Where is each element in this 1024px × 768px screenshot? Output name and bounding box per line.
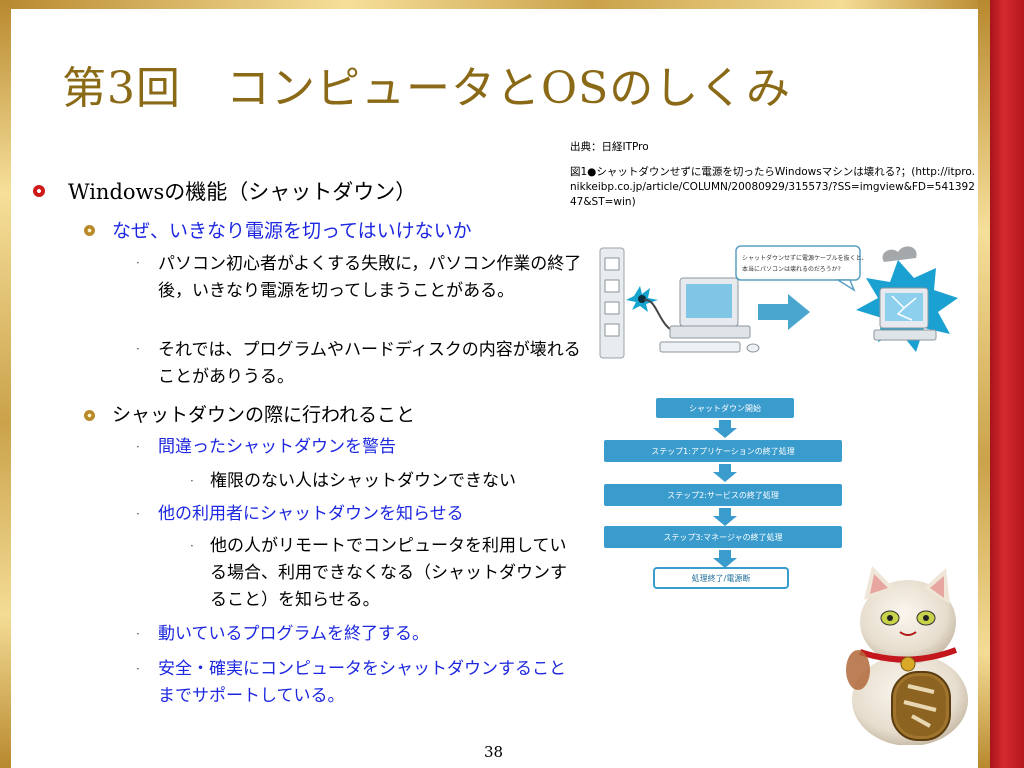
credit-source: 出典：日経ITPro — [570, 141, 649, 153]
main-bullet: Windowsの機能（シャットダウン） — [68, 180, 417, 204]
dot-bullet-icon: · — [136, 662, 140, 676]
flow-step-3: ステップ3:マネージャの終了処理 — [663, 532, 782, 542]
support-item: 安全・確実にコンピュータをシャットダウンすることまでサポートしている。 — [158, 659, 566, 706]
bubble-line-1: シャットダウンせずに電源ケーブルを抜くと、 — [742, 254, 867, 262]
shutdown-flowchart: シャットダウン開始 ステップ1:アプリケーションの終了処理 ステップ2:サービス… — [604, 398, 842, 589]
flow-arrow-down-icon — [713, 420, 737, 438]
slide-title: 第3回 コンピュータとOSのしくみ — [62, 63, 791, 114]
page-number: 38 — [484, 743, 504, 761]
flow-step-box — [653, 567, 789, 589]
flow-step-box — [604, 526, 842, 548]
why-point-2: それでは、プログラムやハードディスクの内容が壊れることがありうる。 — [158, 340, 581, 387]
shutdown-illustration: シャットダウンせずに電源ケーブルを抜くと、 本当にパソコンは壊れるのだろうか? — [599, 245, 958, 359]
end-programs-item: 動いているプログラムを終了する。 — [158, 624, 429, 644]
warn-sub-item: 権限のない人はシャットダウンできない — [210, 471, 516, 491]
flower-bullet-icon — [84, 410, 95, 421]
frame-left-border — [0, 0, 11, 768]
why-point-1: パソコン初心者がよくする失敗に，パソコン作業の終了後，いきなり電源を切ってしまう… — [158, 254, 582, 301]
frame-top-border — [0, 0, 990, 9]
dot-bullet-icon: · — [190, 539, 194, 553]
flower-bullet-icon — [84, 225, 95, 236]
flow-step-end: 処理終了/電源断 — [692, 573, 751, 583]
dot-bullet-icon: · — [136, 507, 140, 521]
why-heading: なぜ、いきなり電源を切ってはいけないか — [112, 220, 472, 242]
during-heading: シャットダウンの際に行われること — [112, 404, 416, 426]
spark-icon — [626, 286, 658, 312]
flow-step-box — [604, 484, 842, 506]
dot-bullet-icon: · — [136, 342, 140, 356]
broken-computer-icon — [856, 246, 958, 352]
flow-arrow-down-icon — [713, 464, 737, 482]
frame-red-stripe — [990, 0, 1024, 768]
dot-bullet-icon: · — [136, 440, 140, 454]
dot-bullet-icon: · — [136, 256, 140, 270]
dot-bullet-icon: · — [136, 627, 140, 641]
notify-sub-item: 他の人がリモートでコンピュータを利用している場合、利用できなくなる（シャットダウ… — [210, 536, 567, 610]
flow-arrow-down-icon — [713, 550, 737, 568]
flow-step-start: シャットダウン開始 — [689, 403, 761, 413]
dot-bullet-icon: · — [190, 474, 194, 488]
flow-step-1: ステップ1:アプリケーションの終了処理 — [651, 446, 795, 456]
bubble-line-2: 本当にパソコンは壊れるのだろうか? — [742, 265, 841, 273]
warn-item: 間違ったシャットダウンを警告 — [158, 437, 396, 457]
arrow-right-icon — [758, 294, 810, 330]
maneki-neko-image — [846, 566, 968, 745]
flow-arrow-down-icon — [713, 508, 737, 526]
flower-bullet-icon — [33, 185, 45, 197]
flow-step-box — [604, 440, 842, 462]
speech-bubble: シャットダウンせずに電源ケーブルを抜くと、 本当にパソコンは壊れるのだろうか? — [735, 245, 867, 292]
notify-item: 他の利用者にシャットダウンを知らせる — [158, 504, 464, 524]
computer-icon — [659, 277, 760, 353]
flow-step-box — [656, 398, 794, 418]
flow-step-2: ステップ2:サービスの終了処理 — [667, 490, 779, 500]
power-strip-icon — [599, 247, 625, 359]
image-credit: 出典：日経ITPro 図1●シャットダウンせずに電源を切ったらWindowsマシ… — [570, 140, 975, 210]
credit-caption: 図1●シャットダウンせずに電源を切ったらWindowsマシンは壊れる?；(htt… — [570, 166, 975, 208]
frame-right-gold-border — [978, 0, 990, 768]
